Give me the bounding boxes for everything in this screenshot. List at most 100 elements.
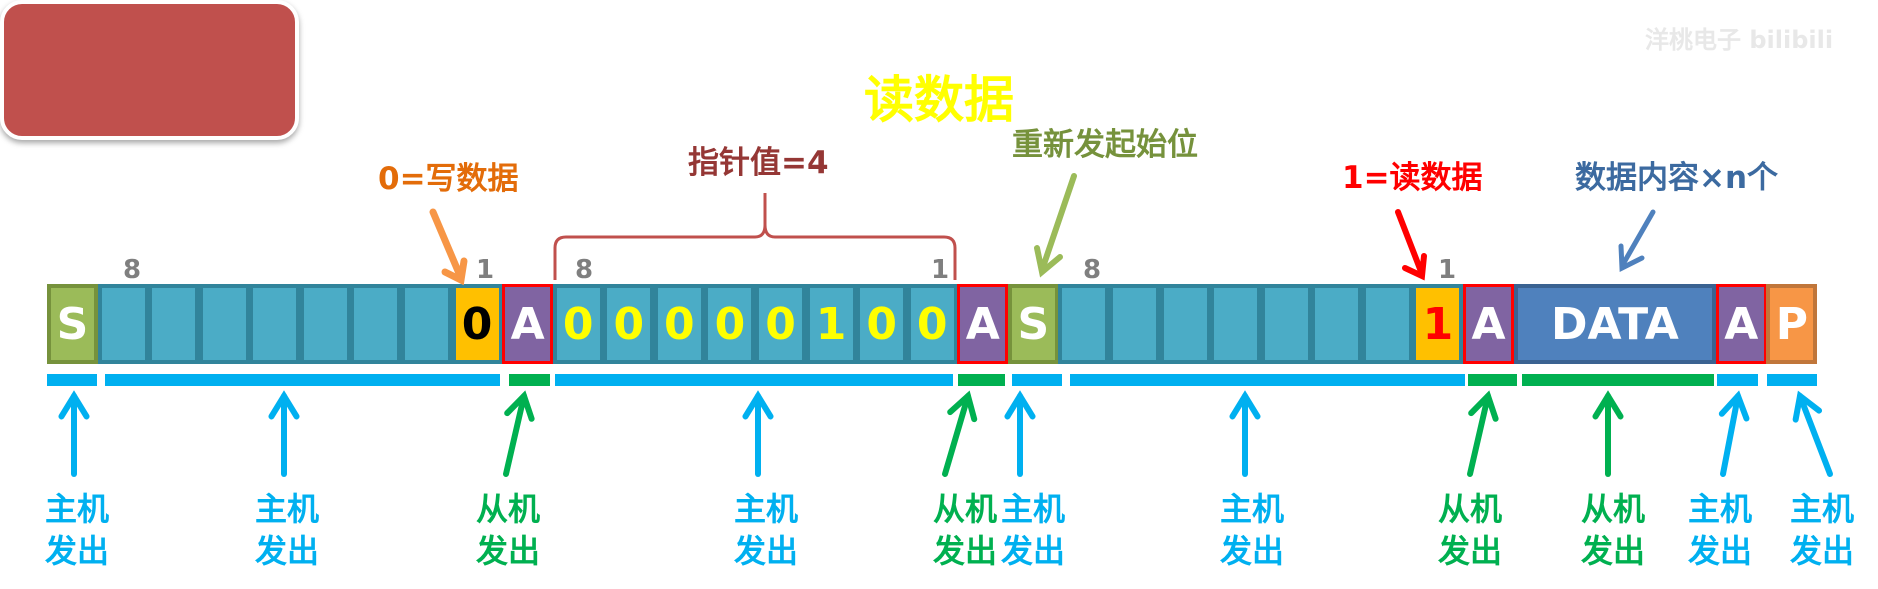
up-arrow-icon: [742, 390, 774, 477]
slave-sender-label: 从机发出: [1573, 488, 1653, 572]
up-arrow-icon: [503, 390, 535, 477]
write-bit-arrow-icon: [429, 208, 468, 286]
frame-cell-bit: [1210, 284, 1262, 364]
master-sender-label: 主机发出: [1212, 488, 1292, 572]
pointer-bracket: [553, 193, 957, 280]
up-arrow-icon: [1792, 390, 1833, 477]
sender-label-line-2: 发出: [1789, 532, 1854, 570]
restart-note: 重新发起始位: [1012, 127, 1198, 163]
frame-cell-bit: [198, 284, 250, 364]
sender-label-line-1: 从机: [1437, 490, 1502, 528]
frame-cell-bit: [1361, 284, 1413, 364]
sender-label-line-2: 发出: [1687, 532, 1752, 570]
title-line-1: 从寄存器4: [821, 12, 1057, 70]
master-sender-label: 主机发出: [247, 488, 327, 572]
watermark: 洋桃电子 bilibili: [1645, 26, 1834, 54]
master-bar: [47, 374, 97, 386]
slave-sender-label: 从机发出: [468, 488, 548, 572]
slave-bar: [509, 374, 550, 386]
frame-cell-ack: A: [1715, 284, 1767, 364]
data-content-note: 数据内容×n个: [1575, 160, 1779, 196]
frame-cell-bit: 1: [805, 284, 857, 364]
frame-cell-rw: 0: [451, 284, 503, 364]
sender-label-line-2: 发出: [1000, 532, 1065, 570]
sender-label-line-1: 主机: [1000, 490, 1065, 528]
frame-cell-bit: [97, 284, 149, 364]
slave-bar: [958, 374, 1005, 386]
sender-label-line-1: 从机: [475, 490, 540, 528]
up-arrow-icon: [942, 390, 978, 477]
sender-label-line-1: 主机: [1219, 490, 1284, 528]
bit-count-label: 8: [1082, 255, 1102, 285]
master-bar: [105, 374, 500, 386]
frame-cell-bit: [1159, 284, 1211, 364]
master-sender-label: 主机发出: [993, 488, 1073, 572]
sender-label-line-2: 发出: [475, 532, 540, 570]
sender-label-line-1: 主机: [1687, 490, 1752, 528]
frame-cell-bit: 0: [906, 284, 958, 364]
slave-bar: [1522, 374, 1714, 386]
sender-label-line-2: 发出: [1219, 532, 1284, 570]
frame-cell-bit: [1311, 284, 1363, 364]
master-sender-label: 主机发出: [1680, 488, 1760, 572]
frame-cell-stop: P: [1766, 284, 1818, 364]
up-arrow-icon: [58, 390, 90, 477]
write-bit-note: 0=写数据: [378, 161, 519, 197]
sender-label-line-1: 从机: [1580, 490, 1645, 528]
frame-cell-bit: [1108, 284, 1161, 364]
up-arrow-icon: [268, 390, 300, 477]
up-arrow-icon: [1718, 390, 1750, 477]
sender-label-line-2: 发出: [1580, 532, 1645, 570]
frame-cell-bit: 0: [552, 284, 604, 364]
master-bar: [1070, 374, 1465, 386]
sender-label-line-2: 发出: [254, 532, 319, 570]
frame-cell-bit: 0: [754, 284, 807, 364]
sender-label-line-1: 主机: [1789, 490, 1854, 528]
master-bar: [1717, 374, 1758, 386]
data-arrow-icon: [1618, 209, 1656, 272]
sender-label-line-2: 发出: [1437, 532, 1502, 570]
pointer-note: 指针值=4: [688, 145, 829, 181]
bit-count-label: 1: [930, 255, 950, 285]
frame-cell-bit: [350, 284, 402, 364]
bit-count-label: 1: [475, 255, 495, 285]
sender-label-line-1: 从机: [932, 490, 997, 528]
up-arrow-icon: [1592, 390, 1624, 477]
frame-cell-bit: [1058, 284, 1110, 364]
frame-cell-bit: 0: [704, 284, 756, 364]
master-bar: [555, 374, 953, 386]
frame-cell-start: S: [47, 284, 99, 364]
master-sender-label: 主机发出: [37, 488, 117, 572]
frame-cell-bit: [148, 284, 200, 364]
read-bit-arrow-icon: [1395, 209, 1427, 281]
master-bar: [1767, 374, 1817, 386]
read-bit-note: 1=读数据: [1342, 160, 1483, 196]
frame-cell-bit: 0: [653, 284, 705, 364]
sender-label-line-2: 发出: [44, 532, 109, 570]
frame-cell-ack: A: [1462, 284, 1515, 364]
slave-sender-label: 从机发出: [1430, 488, 1510, 572]
bit-count-label: 1: [1437, 255, 1457, 285]
bit-count-label: 8: [574, 255, 594, 285]
sender-label-line-1: 主机: [254, 490, 319, 528]
slave-bar: [1468, 374, 1517, 386]
sender-label-line-2: 发出: [932, 532, 997, 570]
up-arrow-icon: [1004, 390, 1036, 477]
bit-count-label: 8: [122, 255, 142, 285]
master-bar: [1012, 374, 1062, 386]
restart-arrow-icon: [1034, 173, 1077, 278]
frame-cell-ack: A: [502, 284, 554, 364]
frame-cell-ack: A: [957, 284, 1009, 364]
sender-label-line-1: 主机: [733, 490, 798, 528]
frame-cell-data: DATA: [1513, 284, 1717, 364]
frame-cell-rw: 1: [1412, 284, 1464, 364]
frame-cell-bit: 0: [603, 284, 655, 364]
up-arrow-icon: [1467, 390, 1499, 477]
up-arrow-icon: [1229, 390, 1261, 477]
frame-cell-bit: [249, 284, 301, 364]
frame-cell-start: S: [1007, 284, 1059, 364]
sender-label-line-1: 主机: [44, 490, 109, 528]
sender-label-line-2: 发出: [733, 532, 798, 570]
frame-cell-bit: [1260, 284, 1312, 364]
master-sender-label: 主机发出: [726, 488, 806, 572]
